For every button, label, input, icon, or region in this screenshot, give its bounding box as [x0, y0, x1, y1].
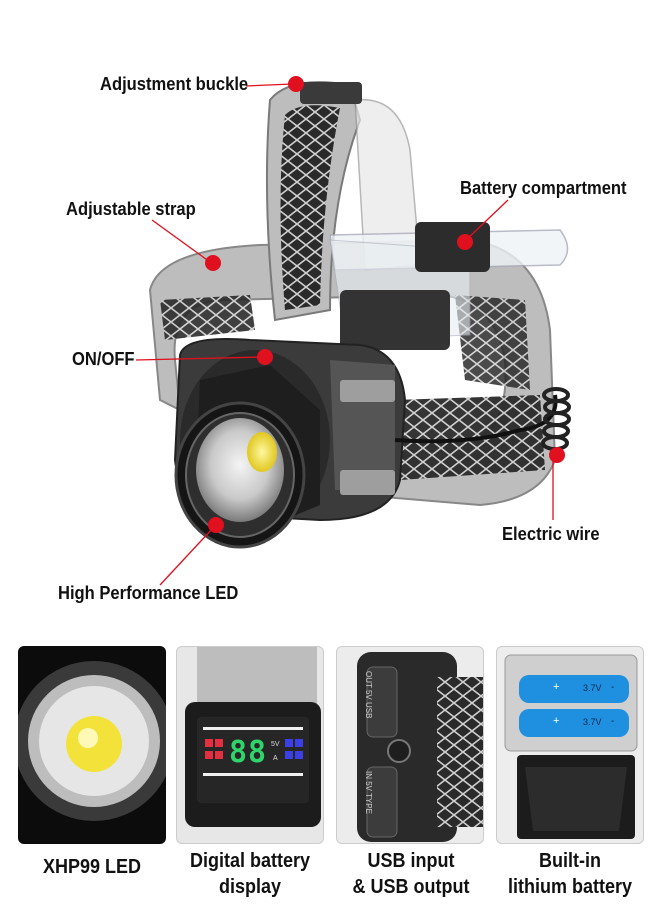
battery-2-minus: -	[611, 716, 615, 727]
battery-2-voltage: 3.7V	[583, 717, 602, 727]
battery-2-sign: +	[553, 715, 560, 727]
battery-compartment-label: Battery compartment	[460, 178, 627, 198]
caption-line-2: & USB output	[352, 876, 470, 898]
electric-wire-label: Electric wire	[502, 524, 600, 544]
callout-markers	[205, 76, 565, 533]
adjustable-strap-label: Adjustable strap	[66, 199, 196, 219]
usb-out-port-label: OUT 5V USB	[364, 671, 373, 719]
caption-built-in-lithium-battery: Built-in lithium battery	[503, 848, 636, 900]
caption-line-1: Digital battery	[189, 850, 311, 872]
led-closeup-photo	[18, 646, 166, 844]
display-unit-a: A	[273, 755, 278, 762]
caption-line-1: Built-in	[539, 850, 601, 872]
caption-line-1: XHP99 LED	[42, 856, 142, 878]
caption-line-1: USB input	[367, 850, 455, 872]
display-digits: 88	[229, 735, 268, 770]
on-off-label: ON/OFF	[72, 349, 135, 369]
battery-display-photo: 88 5V A	[176, 646, 324, 844]
caption-line-2: lithium battery	[507, 876, 633, 898]
battery-1-minus: -	[611, 682, 615, 693]
headlamp-illustration	[135, 76, 571, 586]
usb-in-port-label: IN 5V TYPE	[364, 771, 373, 814]
caption-line-2: display	[218, 876, 282, 898]
caption-digital-battery-display: Digital battery display	[183, 848, 316, 900]
caption-usb-input-output: USB input & USB output	[344, 848, 479, 900]
battery-1-sign: +	[553, 681, 560, 693]
caption-xhp99-led: XHP99 LED	[25, 854, 158, 880]
display-unit-v: 5V	[271, 741, 280, 748]
battery-1-voltage: 3.7V	[583, 683, 602, 693]
adjustment-buckle-label: Adjustment buckle	[100, 74, 249, 94]
high-performance-led-label: High Performance LED	[58, 583, 239, 603]
lithium-batteries-photo: + 3.7V - + 3.7V -	[496, 646, 644, 844]
usb-ports-photo: OUT 5V USB IN 5V TYPE	[336, 646, 484, 844]
